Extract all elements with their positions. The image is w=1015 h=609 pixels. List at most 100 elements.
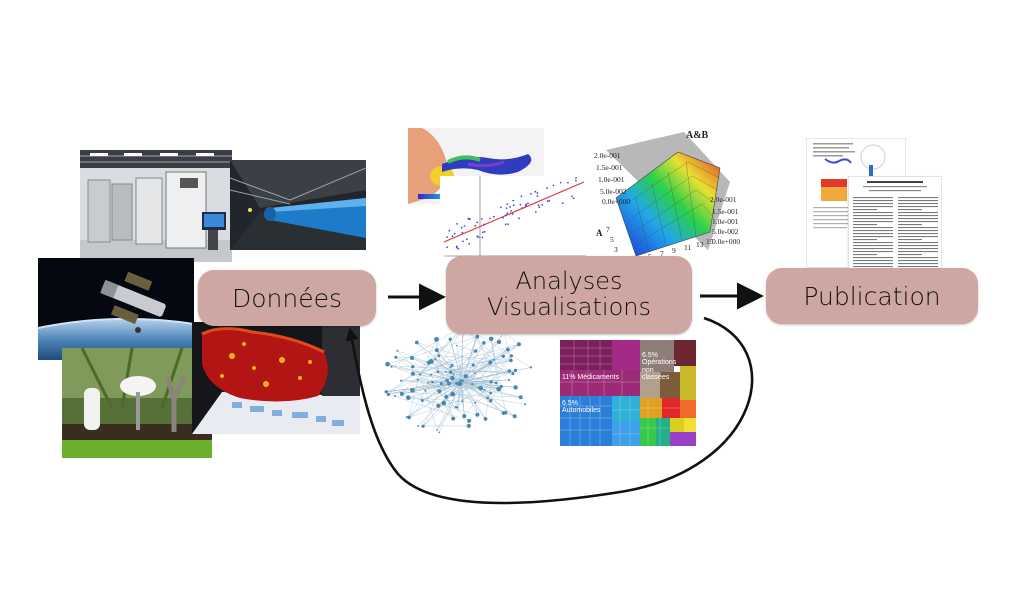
network-node [489,391,493,395]
network-node [509,358,513,363]
scatter-point [504,214,507,217]
scatter-point [575,177,577,179]
network-node [434,358,437,361]
network-node [509,354,513,358]
scatter-point [504,223,507,226]
network-node [406,395,411,400]
network-graph-image [376,320,554,452]
scatter-point [510,210,512,212]
network-node [438,431,441,434]
scatter-point [502,217,504,219]
network-node [414,340,419,345]
scatter-point [527,202,529,205]
network-node [496,387,499,390]
scatter-point [511,213,514,215]
network-node [436,403,441,408]
network-node [436,370,440,374]
network-node [501,354,505,358]
scatter-point [457,247,460,250]
bottom-number: 9 [672,246,676,255]
network-node [486,396,489,400]
scatter-point [474,224,477,227]
scatter-point [520,195,523,198]
scatter-point [467,217,470,220]
network-node [429,373,432,376]
scatter-point [505,207,508,209]
scatter-point [537,204,540,206]
network-node [450,363,454,367]
network-node [507,369,512,373]
network-node [488,336,494,342]
network-node [451,416,456,421]
network-node [385,361,390,367]
network-node [508,379,511,381]
stage-data[interactable]: Données [198,270,376,326]
paper-page-front [848,176,942,290]
network-node [420,399,424,402]
scatter-point [483,223,485,226]
scatter-point [453,232,456,235]
scatter-point [559,181,562,184]
network-node [475,412,480,417]
network-node [386,392,390,396]
scatter-regression-plot [440,176,586,260]
network-node [437,389,442,394]
network-node [410,387,415,393]
scatter-point [512,204,515,206]
network-node [448,337,452,341]
network-node [394,355,398,359]
space-telescope-photo [38,258,194,360]
scatter-point [536,195,539,198]
scatter-point [492,215,495,218]
scatter-point [500,206,502,209]
left-number: 7 [606,225,610,234]
network-node [471,363,475,367]
scatter-point [506,212,509,215]
stage-analysis-visualisation[interactable]: Analyses Visualisations [446,256,692,334]
treemap-label-operations: 6.5% Opérations non classées [642,352,677,382]
simulation-render-image [192,322,360,434]
network-node [483,388,486,391]
network-node [467,418,472,423]
scatter-point [476,221,479,224]
scatter-point [476,235,479,238]
scatter-point [561,202,564,204]
treemap-chart: 6.5% Opérations non classées 11% Médicam… [560,340,696,446]
network-node [452,373,455,376]
network-node [417,425,419,427]
network-node [416,378,419,381]
scatter-point [548,199,551,202]
network-node [511,372,515,376]
stage-visualisation-label: Visualisations [486,293,651,321]
scatter-point [567,181,569,184]
network-node [427,381,429,384]
scatter-point [446,246,448,249]
network-node [513,368,518,373]
network-node [439,382,443,386]
network-node [394,394,396,397]
network-node [431,380,434,384]
network-node [516,342,521,347]
scatter-point [460,226,463,229]
scatter-point [525,205,527,207]
network-node [499,384,503,389]
surface-plot-title: A&B [686,130,709,141]
network-node [450,391,456,397]
network-node [475,334,480,339]
scatter-point [534,190,537,193]
network-node [441,400,447,406]
left-tick: 0.0e+000 [602,197,630,206]
network-node [529,366,532,369]
right-tick: 0.0e+000 [712,237,740,246]
scatter-point [571,195,573,198]
scatter-point [536,192,539,194]
scatter-point [519,203,522,206]
network-node [411,365,415,369]
network-node [449,370,453,374]
stage-publication[interactable]: Publication [766,268,978,324]
accelerator-tunnel-photo [230,160,366,250]
network-node [456,344,458,347]
network-node [471,383,474,386]
network-node [463,374,468,379]
stage-analysis-label: Analyses [515,267,623,296]
